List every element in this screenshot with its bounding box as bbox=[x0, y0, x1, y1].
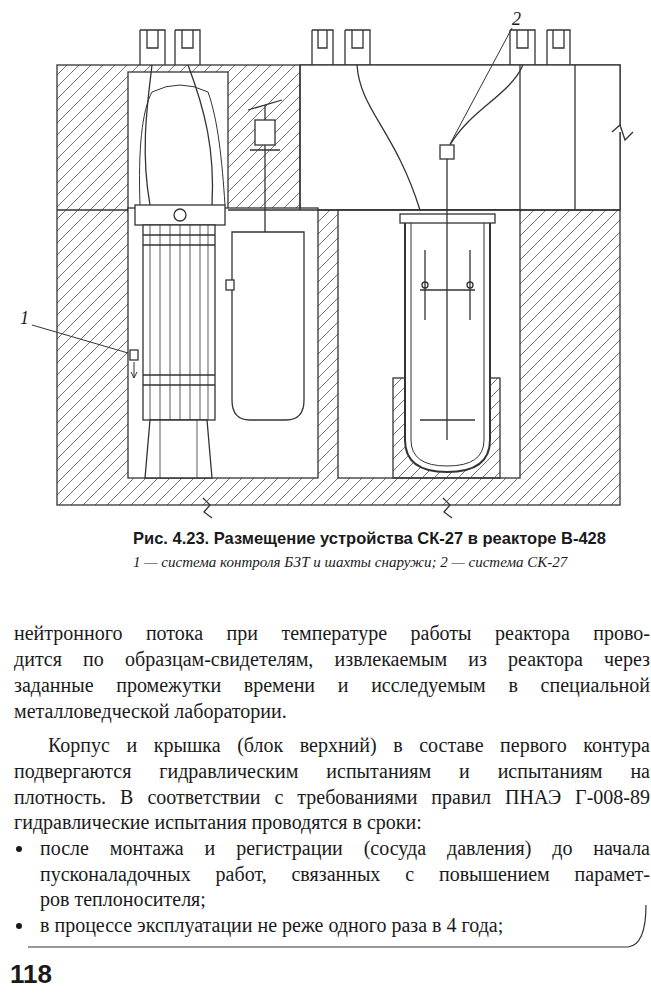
bullet-dot bbox=[16, 846, 22, 852]
callout-number: 2 bbox=[512, 7, 521, 31]
body-text: заданные промежутки времени и исследуемы… bbox=[14, 673, 650, 697]
page-number: 118 bbox=[10, 962, 52, 986]
figure-caption: Рис. 4.23. Размещение устройства СК-27 в… bbox=[133, 526, 633, 550]
bullet-text: после монтажа и регистрации (сосуда давл… bbox=[40, 836, 650, 860]
body-text: Корпус и крышка (блок верхний) в составе… bbox=[48, 733, 650, 757]
body-text: подвергаются гидравлическим испытаниям и… bbox=[14, 759, 650, 783]
body-text: металловедческой лаборатории. bbox=[14, 699, 650, 723]
bullet-text: в процессе эксплуатации не реже одного р… bbox=[40, 913, 650, 937]
bullet-dot bbox=[16, 923, 22, 929]
body-text: дится по образцам-свидетелям, извлекаемы… bbox=[14, 647, 650, 671]
bullet-text: пусконаладочных работ, связанных с повыш… bbox=[40, 862, 650, 886]
callout-number: 1 bbox=[20, 306, 29, 330]
figure-legend: 1 — система контроля БЗТ и шахты снаружи… bbox=[133, 550, 643, 574]
body-text: нейтронного потока при температуре работ… bbox=[14, 621, 650, 645]
body-text: плотность. В соответствии с требованиями… bbox=[14, 785, 650, 809]
bullet-text: ров теплоносителя; bbox=[40, 887, 650, 911]
body-text: гидравлические испытания проводятся в ср… bbox=[14, 810, 650, 834]
